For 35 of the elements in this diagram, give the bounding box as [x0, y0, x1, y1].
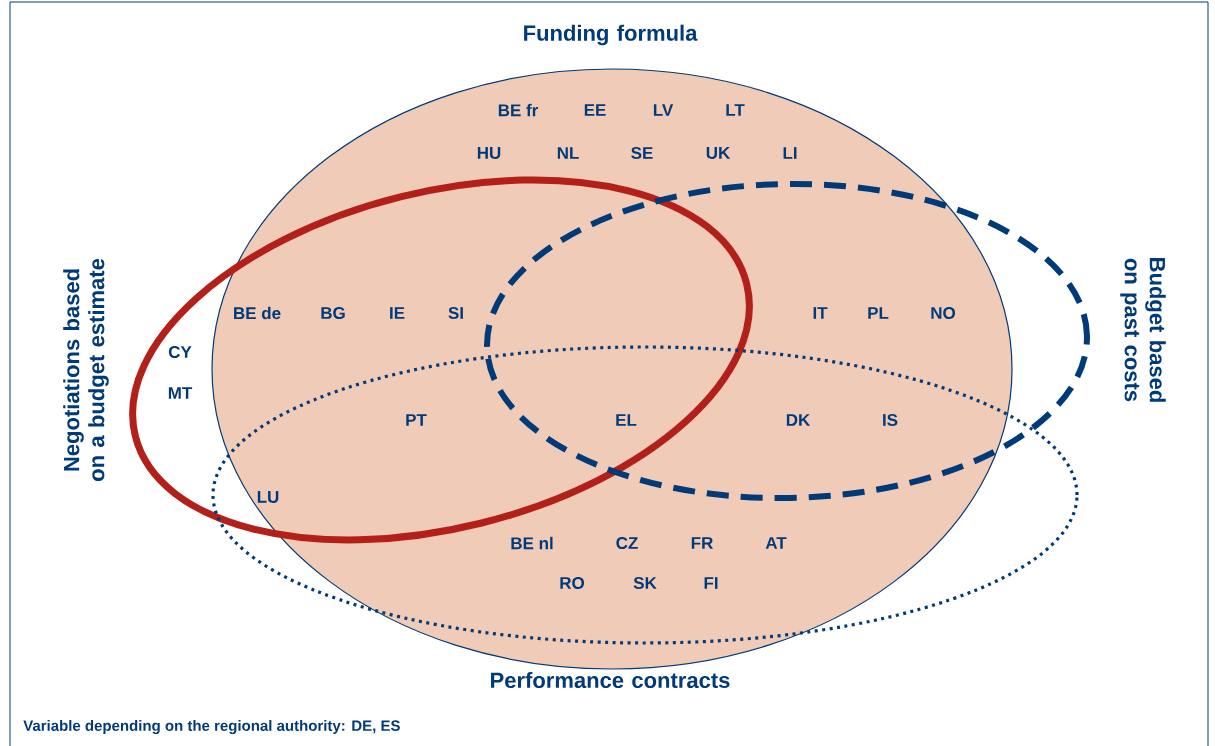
heading: Performance contracts: [491, 671, 730, 689]
country-code: NL: [557, 147, 579, 159]
country-code: MT: [168, 387, 193, 399]
country-code: IE: [390, 307, 405, 319]
country-code: RO: [560, 576, 585, 589]
country-code: FR: [691, 537, 713, 549]
country-code: LV: [653, 104, 674, 116]
country-code: IT: [813, 307, 828, 319]
heading: Budget based on past costs: [1120, 258, 1166, 402]
country-code: FI: [704, 577, 718, 589]
country-code: SK: [633, 576, 657, 589]
country-code: LT: [726, 104, 745, 116]
country-code: SE: [631, 146, 653, 159]
country-code: HU: [477, 147, 501, 159]
country-code: SI: [448, 306, 463, 319]
country-code: BG: [321, 306, 345, 319]
country-code: PT: [406, 414, 427, 426]
country-code: EE: [584, 104, 606, 116]
heading: Funding formula: [524, 24, 698, 46]
country-code: PL: [868, 307, 889, 319]
country-code: IS: [883, 413, 898, 426]
country-code: DK: [786, 414, 811, 426]
country-code: CY: [168, 345, 192, 358]
country-code: NO: [931, 306, 956, 319]
heading: Negotiations based on a budget estimate: [63, 258, 109, 481]
country-code: CZ: [616, 536, 638, 549]
country-code: LI: [783, 147, 797, 159]
country-code: UK: [706, 147, 731, 159]
country-code: BE de: [234, 306, 281, 320]
country-code: BE nl: [511, 536, 553, 550]
country-code: BE fr: [498, 103, 539, 117]
country-code: AT: [765, 537, 787, 549]
country-code: LU: [257, 491, 279, 503]
caption: Variable depending on the regional authority: DE, ES: [23, 719, 400, 734]
country-code: EL: [616, 414, 637, 426]
